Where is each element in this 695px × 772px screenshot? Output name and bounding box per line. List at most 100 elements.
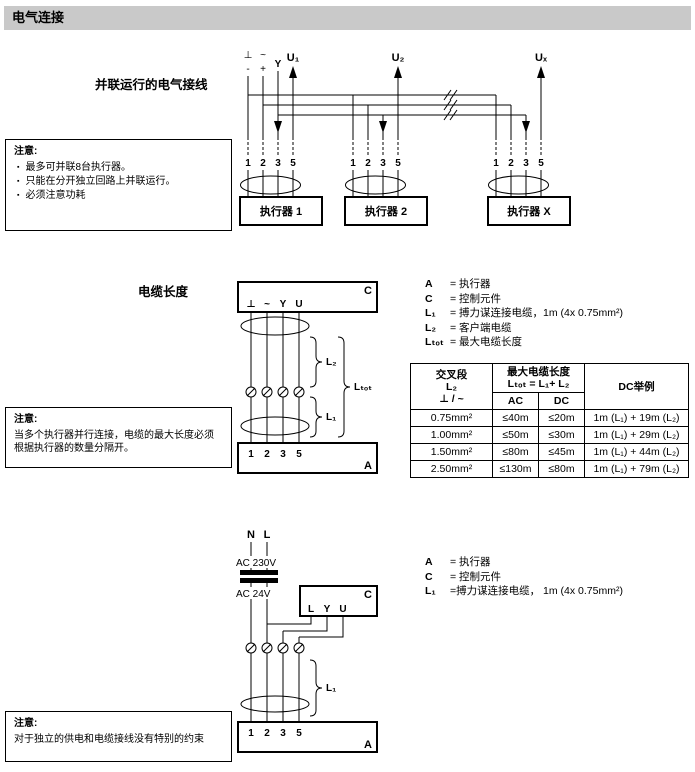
actuator-terminal: 5 (296, 728, 302, 739)
legend-value: = 执行器 (450, 278, 491, 290)
actuator-terminal: 2 (264, 728, 270, 739)
table-subheader-row: AC DC (411, 392, 689, 410)
bullet-icon: ▪ (17, 192, 20, 199)
actuator-label: A (364, 460, 372, 472)
cable-length-diagram: L₂ Lₜₒₜ L₁ C ⊥ ~ Y U 1 2 3 5 A (237, 281, 378, 474)
actuator-1-label: 执行器 1 (260, 204, 302, 218)
cable-gland-ellipse (240, 416, 310, 436)
table-row: 0.75mm² ≤40m ≤20m 1m (L₁) + 19m (L₂) (410, 409, 689, 427)
controller-terminal: U (295, 299, 302, 310)
controller-terminal: ⊥ (246, 299, 255, 310)
cell-dc: ≤30m (538, 426, 585, 444)
cell-dc-example: 1m (L₁) + 19m (L₂) (584, 409, 689, 427)
parallel-wiring-title: 并联运行的电气接线 (95, 78, 208, 92)
legend-key: C (425, 292, 433, 305)
actuator-terminal: 2 (264, 449, 270, 460)
cell-cross-section: 1.00mm² (410, 426, 493, 444)
cable-length-legend: A = 执行器 C = 控制元件 L₁ = 搏力谋连接电缆，1m (4x 0.7… (425, 277, 623, 350)
terminal-dashed-leads (247, 142, 542, 157)
terminal-number: 1 (245, 158, 251, 169)
l2-length-label: L₂ (326, 357, 337, 368)
legend-value: = 执行器 (450, 556, 491, 568)
legend-key: L₁ (425, 307, 436, 319)
actuator-2-box (344, 196, 428, 226)
plus-label: + (260, 64, 266, 75)
actuator-box (237, 721, 378, 753)
label-backdrop (234, 587, 280, 599)
terminal-number: 2 (260, 158, 266, 169)
ltot-length-label: Lₜₒₜ (354, 382, 372, 393)
note-item-text: 只能在分开独立回路上并联运行。 (25, 176, 176, 187)
bullet-icon: ▪ (17, 164, 20, 171)
controller-box (299, 585, 378, 617)
table-header-row: 交叉段 L₂ ⊥ / ~ 最大电缆长度 Lₜₒₜ = L₁+ L₂ DC举例 (410, 363, 689, 410)
legend-key: A (425, 278, 433, 290)
bullet-icon: ▪ (17, 178, 20, 185)
note-item: ▪ 最多可并联8台执行器。 (17, 161, 223, 174)
l1-length-label: L₁ (326, 412, 336, 423)
table-row: 1.00mm² ≤50m ≤30m 1m (L₁) + 29m (L₂) (410, 426, 689, 444)
wiring-lines (250, 312, 300, 443)
connector-icons (245, 386, 305, 398)
length-brace (309, 659, 323, 717)
ux-signal-label: Uₓ (535, 52, 548, 64)
ac24-label: AC 24V (236, 589, 271, 600)
controller-terminal: L (308, 604, 314, 615)
controller-terminal: ~ (264, 299, 270, 310)
actuator-1-box (239, 196, 323, 226)
terminal-number: 5 (538, 158, 544, 169)
cable-gland-ellipse (240, 316, 310, 336)
connector-icons (245, 642, 305, 654)
supply-wiring-legend: A = 执行器 C = 控制元件 L₁ =搏力谋连接电缆， 1m (4x 0.7… (425, 555, 623, 599)
section-header-title: 电气连接 (12, 10, 65, 25)
cable-length-table: 交叉段 L₂ ⊥ / ~ 最大电缆长度 Lₜₒₜ = L₁+ L₂ DC举例 A… (410, 363, 689, 478)
cell-dc: ≤45m (538, 443, 585, 461)
legend-item: Lₜₒₜ = 最大电缆长度 (425, 335, 623, 350)
note-title: 注意: (14, 414, 38, 425)
note-item: ▪ 必须注意功耗 (17, 189, 223, 202)
note-title: 注意: (14, 146, 38, 157)
u2-signal-label: U₂ (392, 52, 405, 64)
actuator-2-label: 执行器 2 (365, 204, 407, 218)
bus-break-icon (443, 89, 458, 121)
actuator-box (237, 442, 378, 474)
actuator-label: A (364, 739, 372, 751)
legend-value: = 客户端电缆 (450, 321, 512, 334)
legend-item: A = 执行器 (425, 555, 623, 570)
note-box-supply: 注意: 对于独立的供电和电缆接线没有特别的约束 (5, 711, 232, 762)
actuator-terminal: 3 (280, 728, 286, 739)
note-box-parallel: 注意: ▪ 最多可并联8台执行器。 ▪ 只能在分开独立回路上并联运行。 ▪ 必须… (5, 139, 232, 231)
legend-key: C (425, 570, 433, 583)
parallel-wiring-diagram: ⊥ ~ - + Y U₁ U₂ Uₓ 1 2 3 5 1 2 3 5 1 2 3… (239, 50, 571, 226)
cell-ac: ≤130m (492, 460, 539, 478)
cell-cross-section: 0.75mm² (410, 409, 493, 427)
cell-dc-example: 1m (L₁) + 79m (L₂) (584, 460, 689, 478)
legend-item: C = 控制元件 (425, 570, 623, 585)
wiring-lines (247, 71, 542, 140)
ac-label: ~ (260, 50, 266, 61)
terminal-number: 3 (523, 158, 529, 169)
ac230-label: AC 230V (236, 558, 276, 569)
neutral-label: N (247, 529, 255, 541)
note-item-text: 最多可并联8台执行器。 (25, 162, 132, 173)
controller-label: C (364, 285, 372, 297)
cable-length-title: 电缆长度 (138, 285, 189, 299)
minus-label: - (246, 64, 249, 75)
actuator-terminal: 5 (296, 449, 302, 460)
controller-terminal: Y (324, 604, 331, 615)
y-signal-label: Y (275, 59, 282, 70)
col-header-dc: DC (538, 392, 585, 410)
legend-value: = 控制元件 (450, 570, 502, 583)
terminal-number: 3 (380, 158, 386, 169)
length-braces (309, 336, 351, 438)
table-row: 2.50mm² ≤130m ≤80m 1m (L₁) + 79m (L₂) (410, 460, 689, 478)
legend-item: L₂ = 客户端电缆 (425, 321, 623, 336)
note-text: 对于独立的供电和电缆接线没有特别的约束 (14, 734, 204, 745)
controller-label: C (364, 589, 372, 601)
controller-terminal: Y (280, 299, 287, 310)
cell-dc: ≤80m (538, 460, 585, 478)
terminal-number: 1 (493, 158, 499, 169)
cell-dc-example: 1m (L₁) + 44m (L₂) (584, 443, 689, 461)
legend-value: =搏力谋连接电缆， 1m (4x 0.75mm²) (450, 585, 623, 597)
cell-ac: ≤40m (492, 409, 539, 427)
